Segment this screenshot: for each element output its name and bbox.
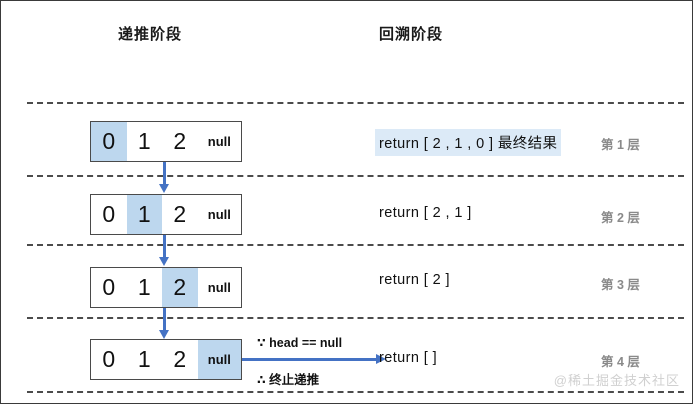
list-cell-1: 1 [137, 346, 151, 372]
watermark-text: @稀土掘金技术社区 [553, 373, 680, 388]
list-cell-1: 1 [137, 128, 151, 154]
linked-list-node-row-4: 0 1 2 null [90, 339, 242, 380]
list-cell-2: 2 [173, 201, 187, 227]
list-cell-null: null [207, 280, 231, 295]
list-cell-null: null [207, 207, 231, 222]
return-statement-row-4: return [ ] [379, 350, 437, 366]
return-statement-row-1: return [ 2 , 1 , 0 ] 最终结果 [375, 129, 562, 156]
list-cell-null: null [207, 134, 231, 149]
recursion-arrow-3-to-4 [159, 308, 169, 339]
layer-label-row-1: 第 1 层 [601, 138, 640, 152]
list-cell-0: 0 [91, 122, 127, 161]
list-cell-0: 0 [102, 201, 116, 227]
return-statement-row-2: return [ 2 , 1 ] [379, 205, 472, 221]
list-cell-1: 1 [137, 274, 151, 300]
recursion-arrow-2-to-3 [159, 235, 169, 266]
layer-label-row-4: 第 4 层 [601, 355, 640, 369]
layer-label-row-3: 第 3 层 [601, 278, 640, 292]
list-cell-2: 2 [173, 346, 187, 372]
return-statement-row-3: return [ 2 ] [379, 272, 450, 288]
divider-line-3 [27, 244, 684, 246]
column-title-recursion-phase: 递推阶段 [118, 26, 183, 43]
list-cell-0: 0 [102, 346, 116, 372]
termination-conclusion-note: ∴ 终止递推 [257, 373, 320, 387]
termination-condition-note: ∵ head == null [257, 336, 343, 350]
layer-label-row-2: 第 2 层 [601, 211, 640, 225]
list-cell-null: null [197, 340, 242, 379]
divider-line-5 [27, 391, 684, 393]
list-cell-2: 2 [162, 268, 198, 307]
linked-list-node-row-1: 0 1 2 null [90, 121, 242, 162]
recursion-arrow-1-to-2 [159, 162, 169, 193]
list-cell-0: 0 [102, 274, 116, 300]
termination-arrow [242, 354, 386, 364]
list-cell-1: 1 [126, 195, 163, 234]
divider-line-4 [27, 317, 684, 319]
divider-line-2 [27, 175, 684, 177]
divider-line-1 [27, 102, 684, 104]
linked-list-node-row-2: 0 1 2 null [90, 194, 242, 235]
list-cell-2: 2 [173, 128, 187, 154]
column-title-backtrack-phase: 回溯阶段 [379, 26, 444, 43]
linked-list-node-row-3: 0 1 2 null [90, 267, 242, 308]
